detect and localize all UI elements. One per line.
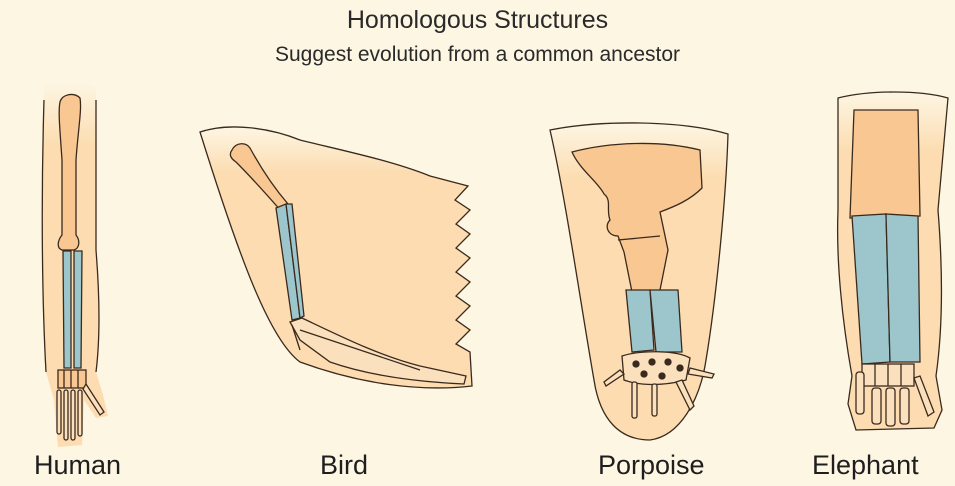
porpoise-flipper <box>550 123 728 440</box>
elephant-ulna <box>886 214 920 362</box>
human-arm <box>42 82 108 447</box>
porpoise-ulna <box>650 290 682 352</box>
human-radius <box>63 251 71 368</box>
label-elephant: Elephant <box>812 450 919 481</box>
label-porpoise: Porpoise <box>598 450 705 481</box>
elephant-humerus <box>850 110 920 218</box>
human-carpals <box>58 370 86 388</box>
bird-wing <box>200 127 472 388</box>
human-ulna <box>74 251 82 368</box>
elephant-leg <box>838 92 948 430</box>
label-human: Human <box>34 450 121 481</box>
label-bird: Bird <box>320 450 368 481</box>
